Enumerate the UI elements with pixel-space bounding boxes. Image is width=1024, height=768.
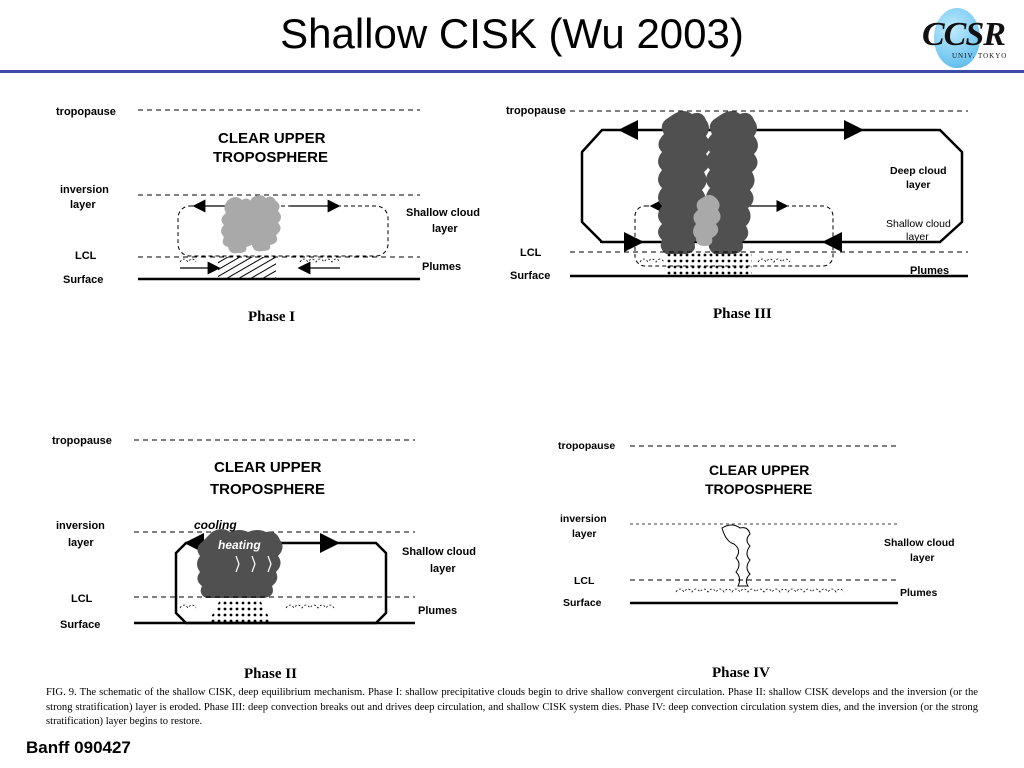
- slide-title: Shallow CISK (Wu 2003): [280, 10, 744, 57]
- heating-label: heating: [218, 538, 261, 552]
- inversion-layer-label: layer: [68, 537, 94, 549]
- plumes-label: Plumes: [422, 261, 461, 273]
- troposphere-label: TROPOSPHERE: [210, 481, 325, 498]
- shallow-cloud-label: Shallow cloud: [402, 546, 476, 558]
- deep-cloud-layer-label: layer: [906, 179, 931, 191]
- tropopause-label: tropopause: [558, 440, 615, 452]
- tropopause-label: tropopause: [56, 106, 116, 118]
- panel-phase-1: tropopause CLEAR UPPER TROPOSPHERE inver…: [56, 106, 480, 325]
- lcl-label: LCL: [71, 593, 93, 605]
- phase-4-label: Phase IV: [712, 665, 770, 681]
- shallow-cisk-schematic: tropopause CLEAR UPPER TROPOSPHERE inver…: [52, 105, 968, 682]
- lcl-label: LCL: [574, 575, 595, 587]
- clear-upper-label: CLEAR UPPER: [709, 462, 809, 478]
- inversion-label: inversion: [560, 513, 607, 525]
- logo-emblem: [934, 8, 980, 68]
- phase-2-label: Phase II: [244, 666, 297, 682]
- shallow-cloud-layer-label: layer: [432, 223, 458, 235]
- surface-label: Surface: [563, 597, 602, 609]
- surface-label: Surface: [60, 619, 100, 631]
- shallow-cloud-layer-label: layer: [906, 231, 929, 243]
- inversion-layer-label: layer: [70, 199, 96, 211]
- plumes-label: Plumes: [900, 587, 938, 599]
- shallow-cloud-layer-label: layer: [430, 563, 456, 575]
- shallow-cloud-label: Shallow cloud: [884, 537, 955, 549]
- footer-label: Banff 090427: [26, 738, 131, 757]
- shallow-cloud-label: Shallow cloud: [406, 207, 480, 219]
- ccsr-logo: CCSR UNIV. TOKYO: [918, 6, 1014, 68]
- cooling-label: cooling: [194, 518, 237, 532]
- troposphere-label: TROPOSPHERE: [213, 149, 328, 166]
- shallow-cloud-layer-label: layer: [910, 552, 935, 564]
- clear-upper-label: CLEAR UPPER: [218, 130, 326, 147]
- tropopause-label: tropopause: [52, 435, 112, 447]
- inversion-label: inversion: [56, 520, 105, 532]
- panel-phase-3: tropopause LCL Surface Deep cloud layer …: [506, 105, 968, 322]
- title-divider: [0, 70, 1024, 73]
- inversion-layer-label: layer: [572, 528, 597, 540]
- lcl-label: LCL: [75, 250, 97, 262]
- panel-phase-4: tropopause CLEAR UPPER TROPOSPHERE inver…: [558, 440, 955, 681]
- tropopause-label: tropopause: [506, 105, 566, 117]
- lcl-label: LCL: [520, 247, 542, 259]
- figure-caption: FIG. 9. The schematic of the shallow CIS…: [46, 687, 978, 727]
- logo-text: CCSR: [922, 16, 1006, 53]
- troposphere-label: TROPOSPHERE: [705, 481, 812, 497]
- surface-label: Surface: [510, 270, 550, 282]
- shallow-cloud-label: Shallow cloud: [886, 218, 951, 230]
- panel-phase-2: tropopause CLEAR UPPER TROPOSPHERE inver…: [52, 435, 476, 682]
- inversion-label: inversion: [60, 184, 109, 196]
- phase-3-label: Phase III: [713, 306, 772, 322]
- deep-cloud-label: Deep cloud: [890, 165, 947, 177]
- phase-1-label: Phase I: [248, 309, 295, 325]
- surface-label: Surface: [63, 274, 103, 286]
- logo-subtext: UNIV. TOKYO: [952, 52, 1008, 60]
- clear-upper-label: CLEAR UPPER: [214, 459, 322, 476]
- plumes-label: Plumes: [910, 265, 949, 277]
- plumes-label: Plumes: [418, 605, 457, 617]
